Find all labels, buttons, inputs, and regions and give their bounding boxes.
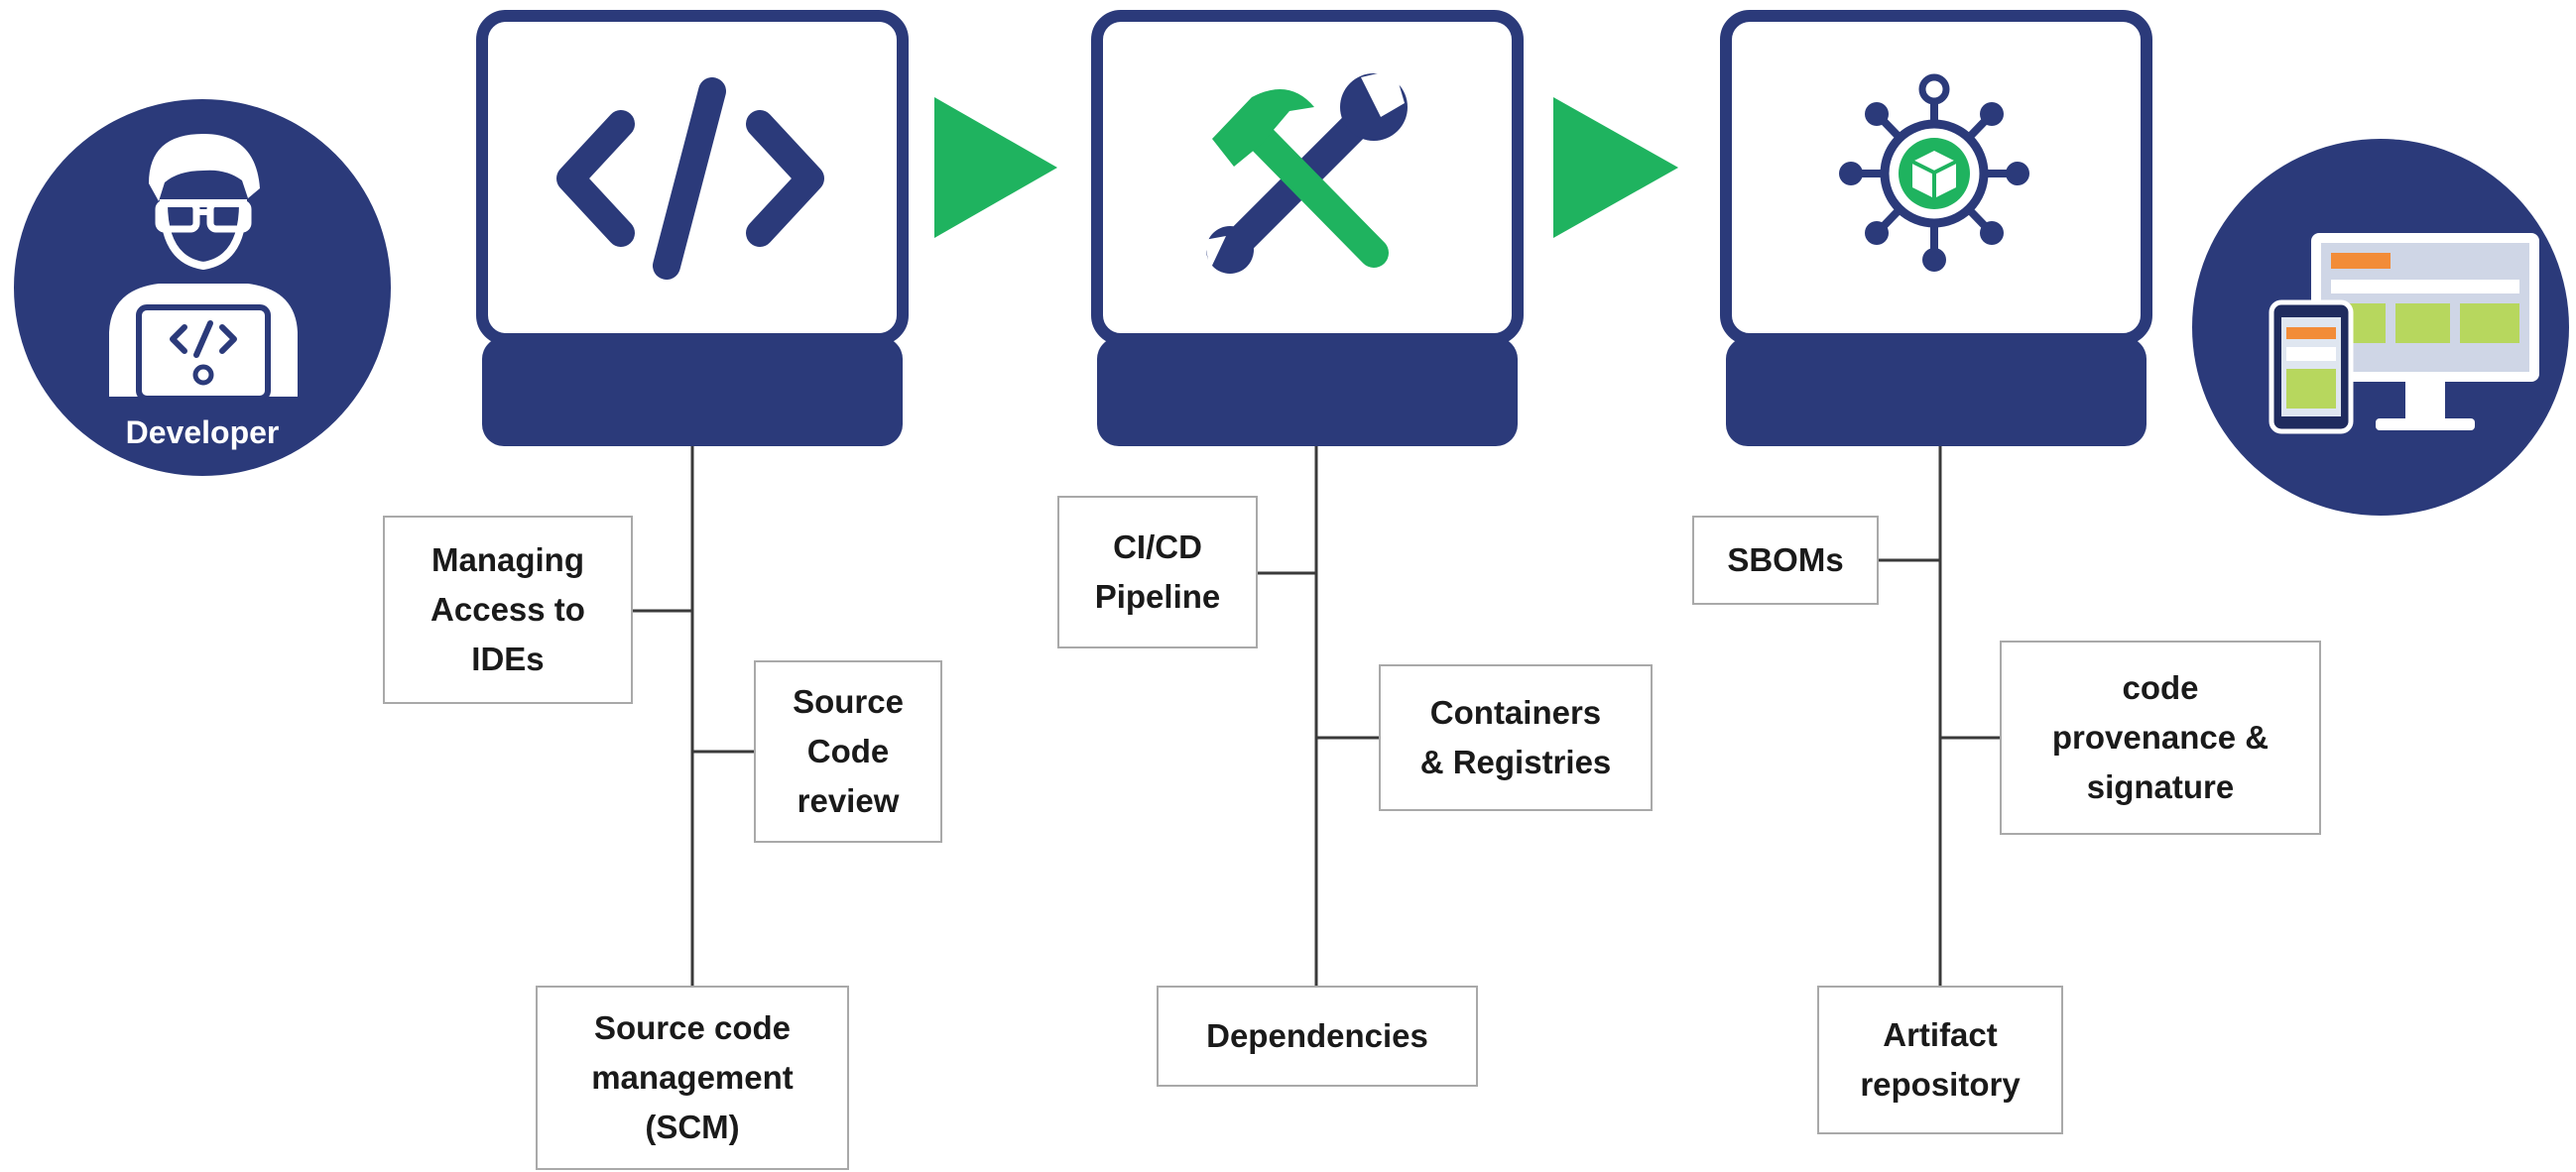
note-containers-registries-text: Containers & Registries: [1419, 694, 1612, 780]
devices-icon: [2269, 233, 2539, 434]
stage-build: [1091, 10, 1524, 446]
note-managing-access-text: Managing Access to IDEs: [430, 541, 585, 677]
flow-arrow-2: [1553, 97, 1678, 238]
flow-arrow-1: [934, 97, 1057, 238]
connector-lines: [631, 446, 2003, 992]
note-source-code-review-text: Source Code review: [793, 683, 904, 819]
note-containers-registries: Containers & Registries: [1379, 664, 1653, 811]
note-managing-access: Managing Access to IDEs: [383, 516, 633, 704]
stage-build-base: [1097, 337, 1518, 446]
note-cicd-pipeline-text: CI/CD Pipeline: [1094, 528, 1221, 615]
code-brackets-icon: [556, 77, 824, 280]
developer-label: Developer: [125, 414, 280, 450]
stage-package: [1720, 10, 2152, 446]
note-cicd-pipeline: CI/CD Pipeline: [1057, 496, 1258, 648]
note-sboms: SBOMs: [1692, 516, 1879, 605]
developer-node: [14, 99, 391, 476]
stage-code: [476, 10, 909, 446]
note-code-provenance: code provenance & signature: [2000, 641, 2321, 835]
stage-code-base: [482, 337, 903, 446]
note-source-code-review: Source Code review: [754, 660, 942, 843]
note-sboms-text: SBOMs: [1727, 541, 1844, 578]
stage-package-base: [1726, 337, 2147, 446]
hammer-wrench-icon: [1204, 69, 1408, 274]
note-artifact-repository-text: Artifact repository: [1860, 1016, 2021, 1103]
note-scm: Source code management (SCM): [536, 986, 849, 1170]
note-dependencies: Dependencies: [1157, 986, 1478, 1087]
note-scm-text: Source code management (SCM): [591, 1009, 794, 1145]
note-code-provenance-text: code provenance & signature: [2051, 669, 2269, 805]
note-artifact-repository: Artifact repository: [1817, 986, 2063, 1134]
end-user-node: [2192, 139, 2569, 516]
package-network-icon: [1839, 73, 2029, 272]
developer-avatar-icon: [109, 134, 298, 402]
note-dependencies-text: Dependencies: [1206, 1017, 1428, 1054]
